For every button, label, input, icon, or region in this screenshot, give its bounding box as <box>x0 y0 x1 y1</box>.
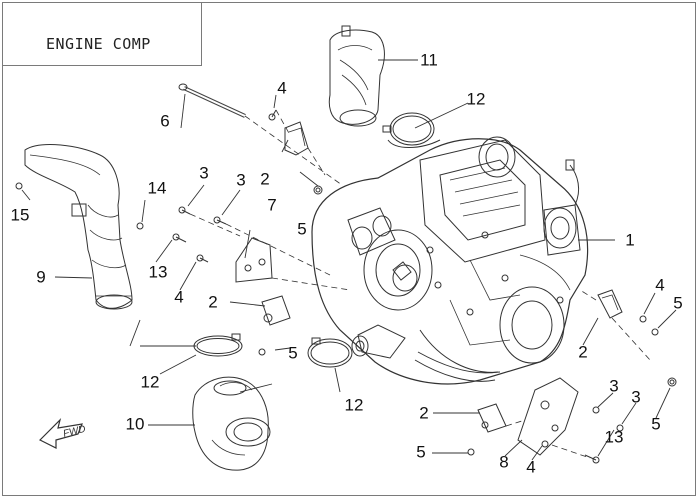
callout-15: 15 <box>10 205 30 225</box>
mount-rubber-right <box>597 289 623 319</box>
leader-lines <box>21 59 677 461</box>
mount-rubber-left <box>261 295 291 326</box>
callout-8: 8 <box>499 452 509 472</box>
forward-arrow-label: FWD <box>62 424 87 440</box>
diagram-frame <box>2 2 696 496</box>
intake-boot <box>328 25 385 127</box>
callout-5-c: 5 <box>673 293 683 313</box>
callout-3-d: 3 <box>631 387 641 407</box>
callout-4-a: 4 <box>277 78 287 98</box>
callout-5-a: 5 <box>297 219 307 239</box>
hose-clamp-top <box>382 112 435 146</box>
mount-rubber-bottom <box>477 403 507 433</box>
callout-12-top: 12 <box>466 89 486 109</box>
lower-duct <box>192 376 271 471</box>
callout-5-d: 5 <box>651 414 661 434</box>
callout-4-d: 4 <box>526 457 536 477</box>
callout-13-b: 13 <box>604 427 624 447</box>
mount-rubber-upper <box>284 121 309 156</box>
callout-2-bottom: 2 <box>419 403 429 423</box>
bracket-8 <box>517 377 579 456</box>
callout-6: 6 <box>160 111 170 131</box>
callout-12-left: 12 <box>140 372 160 392</box>
callout-2-left: 2 <box>208 292 218 312</box>
callout-10: 10 <box>125 414 145 434</box>
intake-duct <box>24 144 133 310</box>
bracket-7 <box>235 237 273 283</box>
title-box <box>2 2 202 66</box>
callout-14: 14 <box>147 178 167 198</box>
callout-13-a: 13 <box>148 262 168 282</box>
callout-4-b: 4 <box>174 287 184 307</box>
callout-2-right: 2 <box>578 342 588 362</box>
callout-4-c: 4 <box>655 275 665 295</box>
forward-arrow-icon <box>38 418 83 449</box>
callout-2-upper: 2 <box>260 169 270 189</box>
callout-5-b: 5 <box>288 343 298 363</box>
callout-1: 1 <box>625 230 635 250</box>
callout-3-a: 3 <box>199 163 209 183</box>
callout-12-middle: 12 <box>344 395 364 415</box>
callout-3-b: 3 <box>236 170 246 190</box>
callout-9: 9 <box>36 267 46 287</box>
callout-3-c: 3 <box>609 376 619 396</box>
long-bolt <box>178 83 246 118</box>
callout-5-e: 5 <box>416 442 426 462</box>
assembly-lines <box>189 109 651 459</box>
engine-assembly <box>311 136 589 385</box>
hose-clamp-middle <box>307 337 353 368</box>
hose-clamp-left <box>193 333 243 357</box>
diagram-title: ENGINE COMP <box>46 35 151 53</box>
callout-11: 11 <box>420 50 438 70</box>
small-fasteners <box>15 109 677 464</box>
callout-7: 7 <box>267 195 277 215</box>
